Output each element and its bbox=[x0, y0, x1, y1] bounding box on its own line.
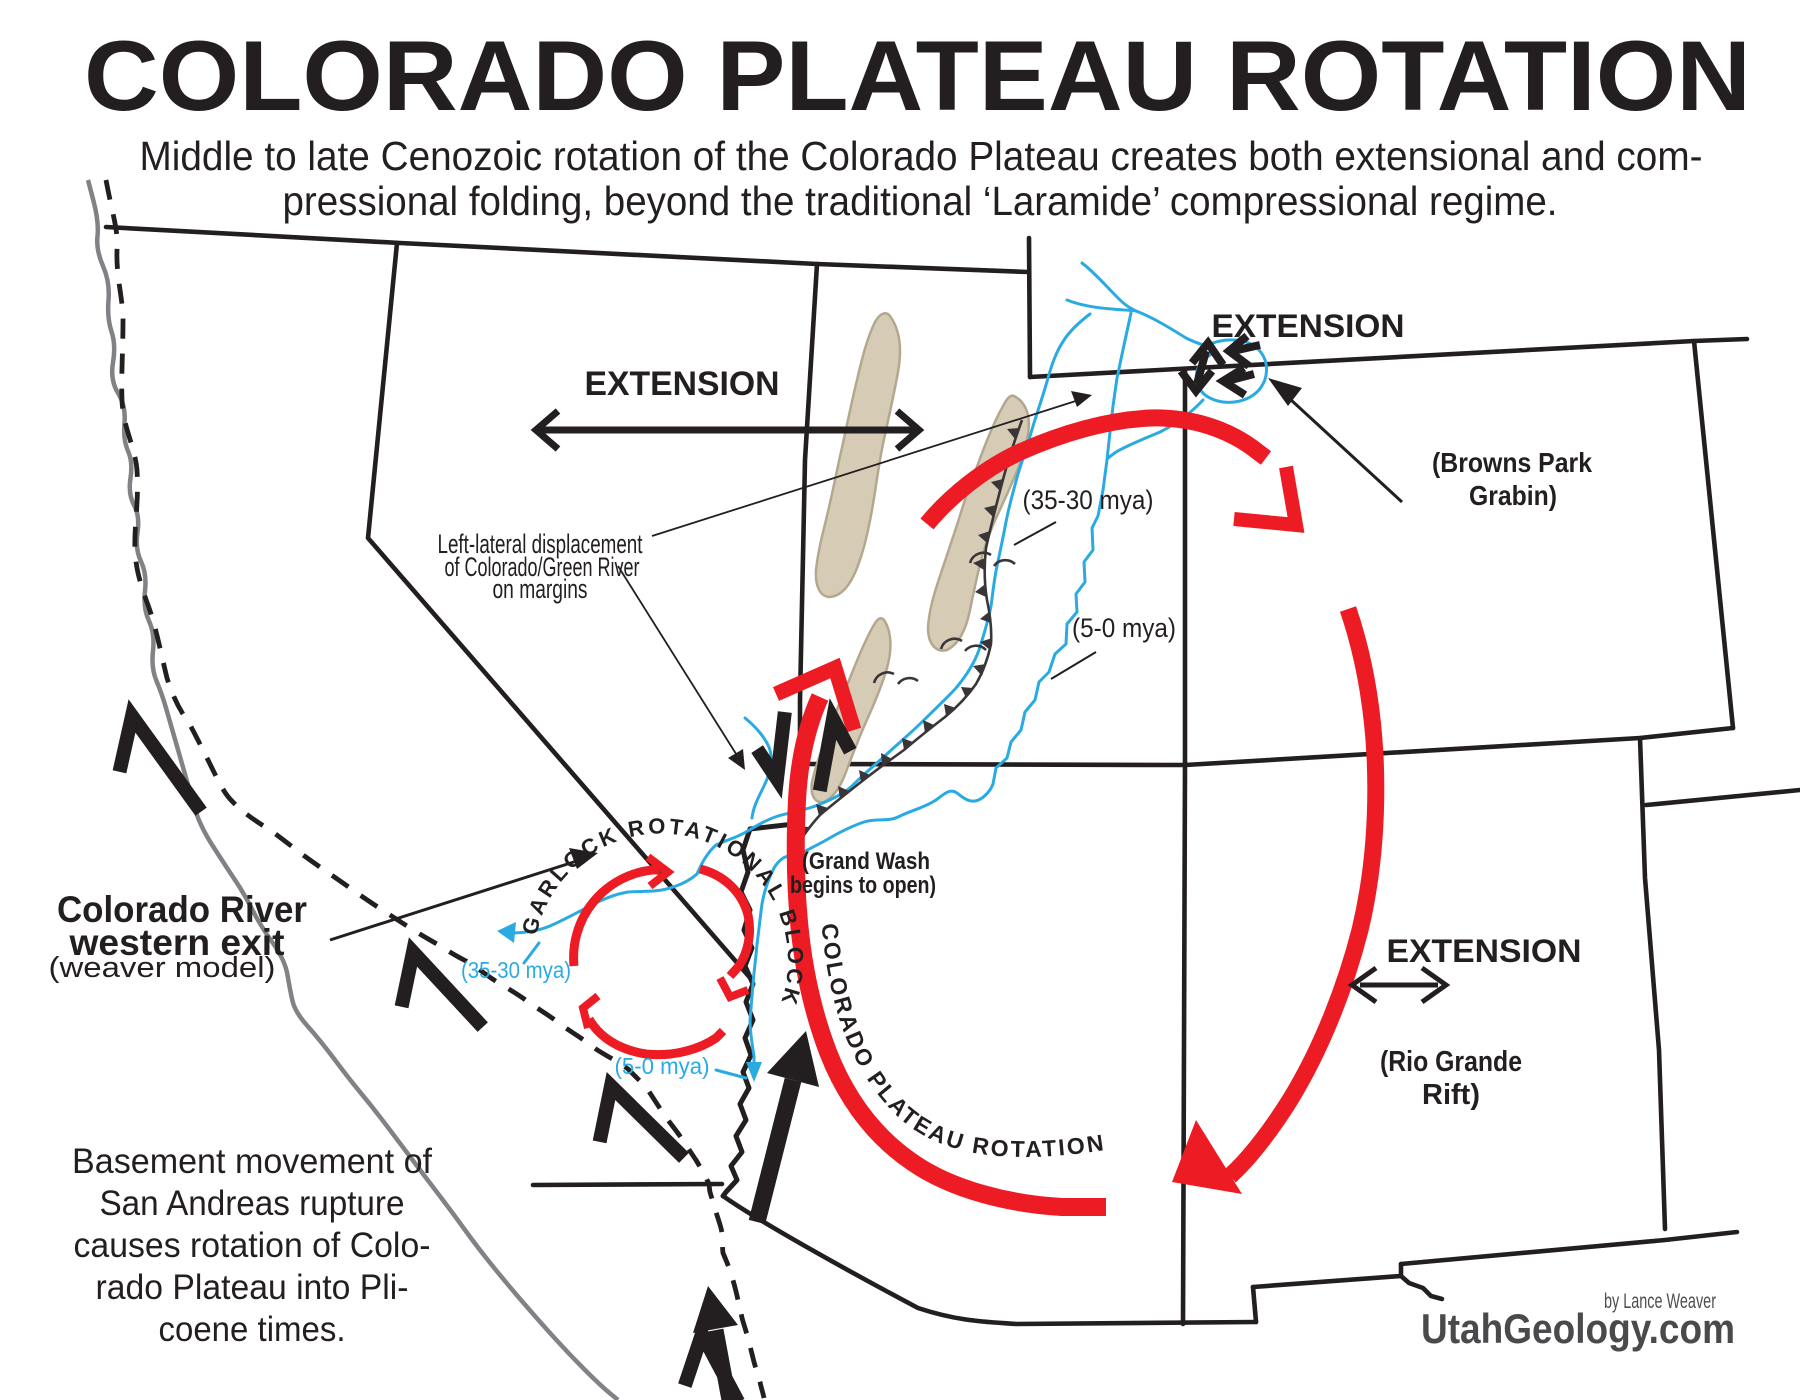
svg-text:of Colorado/Green River: of Colorado/Green River bbox=[445, 552, 640, 582]
svg-text:COLORADO PLATEAU ROTATION: COLORADO PLATEAU ROTATION bbox=[84, 20, 1751, 131]
svg-text:coene times.: coene times. bbox=[159, 1310, 346, 1349]
svg-text:Basement movement of: Basement movement of bbox=[72, 1142, 432, 1181]
svg-text:EXTENSION: EXTENSION bbox=[1387, 933, 1582, 969]
svg-text:Middle to late Cenozoic rotati: Middle to late Cenozoic rotation of the … bbox=[140, 133, 1703, 179]
svg-text:Grabin): Grabin) bbox=[1469, 480, 1557, 511]
svg-text:pressional folding, beyond the: pressional folding, beyond the tradition… bbox=[283, 178, 1558, 224]
svg-text:western exit: western exit bbox=[68, 922, 284, 963]
svg-text:(Rio Grande: (Rio Grande bbox=[1380, 1046, 1522, 1078]
svg-text:(35-30 mya): (35-30 mya) bbox=[1023, 485, 1154, 515]
svg-text:rado Plateau into Pli-: rado Plateau into Pli- bbox=[96, 1268, 409, 1307]
svg-text:Left-lateral displacement: Left-lateral displacement bbox=[438, 529, 643, 559]
svg-text:Rift): Rift) bbox=[1422, 1079, 1480, 1111]
svg-text:(Grand Wash: (Grand Wash bbox=[802, 848, 930, 875]
svg-text:on margins: on margins bbox=[493, 574, 588, 604]
svg-text:causes rotation of Colo-: causes rotation of Colo- bbox=[74, 1226, 431, 1265]
svg-text:(weaver model): (weaver model) bbox=[49, 952, 276, 984]
svg-text:(5-0 mya): (5-0 mya) bbox=[615, 1053, 710, 1079]
svg-text:(Browns Park: (Browns Park bbox=[1432, 447, 1592, 478]
svg-text:begins to open): begins to open) bbox=[790, 872, 936, 899]
svg-text:(5-0 mya): (5-0 mya) bbox=[1072, 613, 1176, 643]
svg-text:by Lance Weaver: by Lance Weaver bbox=[1604, 1290, 1716, 1313]
svg-text:Colorado River: Colorado River bbox=[57, 889, 307, 930]
svg-text:EXTENSION: EXTENSION bbox=[1212, 308, 1405, 344]
svg-text:(35-30 mya): (35-30 mya) bbox=[461, 957, 571, 983]
svg-text:EXTENSION: EXTENSION bbox=[585, 365, 780, 403]
svg-text:San Andreas rupture: San Andreas rupture bbox=[100, 1184, 405, 1223]
svg-text:UtahGeology.com: UtahGeology.com bbox=[1421, 1305, 1735, 1352]
